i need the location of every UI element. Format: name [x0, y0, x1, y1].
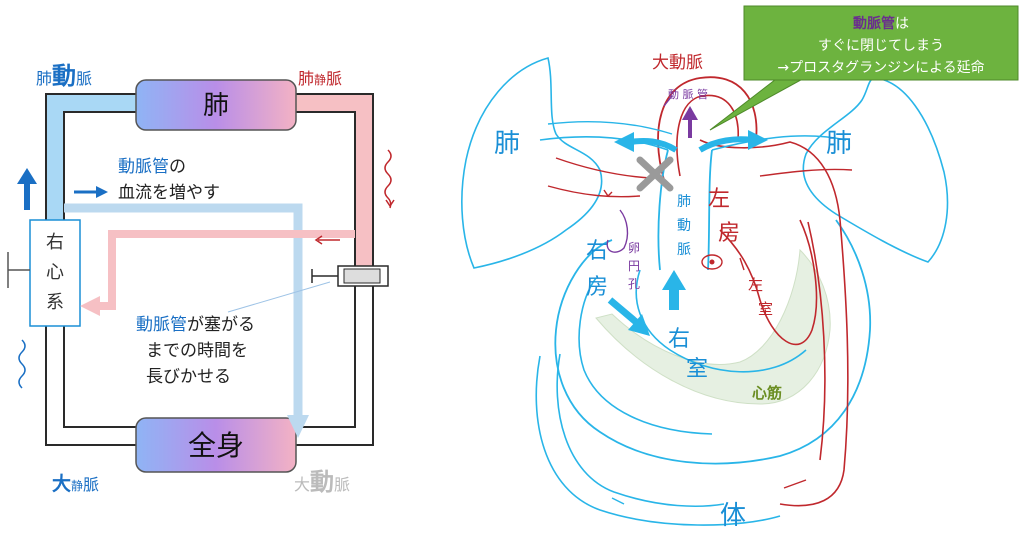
pa-char-3: 脈: [677, 242, 691, 258]
pa-char-1: 肺: [677, 194, 691, 210]
rv-char-2: 室: [686, 357, 708, 382]
aorta-label: 大動脈: [294, 468, 350, 496]
pulmonary-artery-band: [46, 94, 64, 234]
right-heart-char-3: 系: [46, 292, 64, 313]
body-box: [135, 417, 297, 473]
callout-line1: 動脈管は: [853, 15, 909, 32]
ra-char-2: 房: [586, 275, 608, 300]
myocardium-area: [595, 248, 831, 405]
body-box-label: 全身: [188, 429, 244, 462]
lung-right-label: 肺: [826, 129, 852, 159]
foramen-char-1: 卵: [628, 241, 640, 255]
aorta-label-right: 大動脈: [652, 53, 703, 73]
right-heart-char-1: 右: [46, 232, 64, 253]
pa-char-2: 動: [677, 218, 691, 234]
ductus-flow-blue: [64, 203, 303, 420]
callout-line3: →プロスタグランジンによる延命: [777, 59, 984, 76]
myocardium-label: 心筋: [752, 384, 782, 402]
right-heart-box: [29, 219, 81, 327]
right-lung-outline: [802, 77, 949, 263]
foramen-ovale-flow: [606, 209, 629, 253]
note-closure-line1: 動脈管が塞がる: [136, 315, 255, 335]
venous-return: [535, 355, 781, 526]
ra-to-rv-arrow: [607, 297, 639, 325]
pulmonary-vein-label: 肺静脈: [298, 69, 342, 88]
callout-box: [743, 5, 1019, 81]
squiggle-left-icon: [18, 339, 26, 389]
note-ductus-line2: 血流を増やす: [118, 183, 220, 203]
note-closure-line3: 長びかせる: [146, 367, 231, 387]
ductus-flow-red: [98, 230, 355, 310]
callout-line2: すぐに閉じてしまう: [818, 38, 944, 54]
note-ductus-line1: 動脈管の: [118, 157, 186, 177]
lung-box-label: 肺: [203, 91, 229, 121]
valve-icon: [701, 254, 723, 270]
rv-char-1: 右: [668, 327, 690, 352]
foramen-char-3: 孔: [628, 277, 640, 291]
note-closure-line2: までの時間を: [146, 341, 248, 361]
heart-outline: [554, 219, 872, 465]
la-char-1: 左: [708, 187, 730, 212]
foramen-char-2: 円: [628, 259, 640, 273]
body-label-right: 体: [720, 501, 746, 531]
ra-char-1: 右: [586, 239, 608, 264]
vena-cava-label: 大静脈: [52, 472, 99, 495]
left-heart-vessel: [699, 139, 849, 507]
closed-duct-x-icon: [636, 156, 674, 192]
lv-char-2: 室: [758, 300, 773, 318]
pa-flow-right-arrow: [698, 136, 753, 153]
right-heart-diagram: 肺 肺 大動脈 動 脈 管 肺 動 脈 左 房 左 室 右 房 右 室 卵 円 …: [461, 5, 1019, 531]
pulmonary-vein-band: [355, 94, 373, 266]
lung-left-label: 肺: [494, 129, 520, 159]
circuit-outer: [45, 93, 374, 446]
squiggle-right-icon: [384, 149, 392, 209]
pulmonary-artery-label: 肺動脈: [36, 62, 92, 90]
up-arrow-icon: [17, 168, 37, 210]
ductus-small-label: 動 脈 管: [668, 87, 708, 101]
left-lung-outline: [461, 57, 603, 269]
lung-box: [135, 79, 297, 131]
right-heart-char-2: 心: [46, 262, 64, 283]
lv-char-1: 左: [748, 276, 763, 294]
la-char-2: 房: [718, 221, 740, 246]
left-schematic: 肺 全身 右 心 系: [7, 62, 395, 496]
callout-pointer: [709, 75, 809, 131]
